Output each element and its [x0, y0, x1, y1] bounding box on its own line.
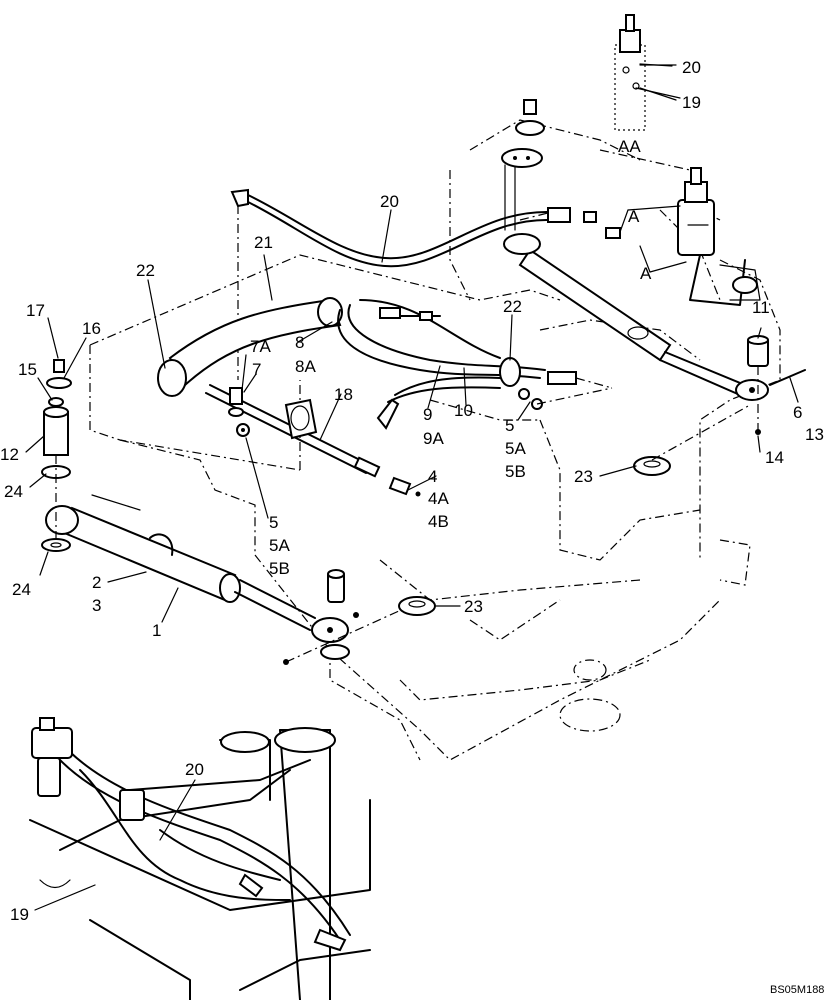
callout-8a: 8A	[295, 357, 316, 376]
callout-16: 16	[82, 319, 101, 338]
inset-aa-valve	[614, 14, 681, 131]
callout-4a: 4A	[428, 489, 449, 508]
pivot-stack-left	[41, 359, 72, 552]
callout-a-lower: A	[640, 264, 652, 283]
hose-20-upper	[230, 188, 621, 380]
callout-23-left: 23	[464, 597, 483, 616]
callout-5-left: 5	[269, 513, 278, 532]
callout-4: 4	[428, 467, 437, 486]
pivot-bolt-top	[501, 99, 545, 231]
hose-clamp-center	[284, 398, 318, 440]
callout-5b-right: 5B	[505, 462, 526, 481]
callout-17: 17	[26, 301, 45, 320]
callout-4b: 4B	[428, 512, 449, 531]
leader-lines	[25, 64, 799, 911]
callout-22-right: 22	[503, 297, 522, 316]
callout-5a-right: 5A	[505, 439, 526, 458]
callout-labels: 1 2 3 4 4A 4B 5 5A 5B 5 5A 5B 6 7 7A 8 8…	[0, 58, 824, 996]
callout-20-top: 20	[380, 192, 399, 211]
drawing-reference-code: BS05M188	[770, 984, 824, 996]
callout-19-inset: 19	[682, 93, 701, 112]
fitting-7	[228, 387, 250, 437]
callout-23-right: 23	[574, 467, 593, 486]
callout-9: 9	[423, 405, 432, 424]
callout-a-upper: A	[628, 207, 640, 226]
callout-15: 15	[18, 360, 37, 379]
callout-21: 21	[254, 233, 273, 252]
callout-7a: 7A	[250, 337, 271, 356]
steering-cylinder-right	[503, 233, 769, 401]
callout-5-right: 5	[505, 416, 514, 435]
callout-11: 11	[752, 298, 770, 317]
callout-22-left: 22	[136, 261, 155, 280]
callout-14: 14	[765, 448, 784, 467]
callout-18: 18	[334, 385, 353, 404]
chassis-frame-outline	[89, 119, 781, 761]
callout-aa: AA	[618, 137, 641, 156]
bushing-left	[398, 596, 436, 616]
callout-7: 7	[252, 360, 261, 379]
callout-13: 13	[805, 425, 824, 444]
steering-cylinder-left	[45, 494, 349, 643]
callout-24-upper: 24	[4, 482, 23, 501]
callout-8: 8	[295, 333, 304, 352]
callout-20-inset: 20	[682, 58, 701, 77]
pivot-pin-left	[283, 569, 411, 665]
callout-20-lower: 20	[185, 760, 204, 779]
callout-2: 2	[92, 573, 101, 592]
bushing-right	[633, 404, 751, 476]
steering-valve-assembly	[677, 167, 761, 306]
callout-6: 6	[793, 403, 802, 422]
callout-12: 12	[0, 445, 19, 464]
callout-24-lower: 24	[12, 580, 31, 599]
hose-21	[157, 297, 343, 397]
callout-19-lower: 19	[10, 905, 29, 924]
callout-5b-left: 5B	[269, 559, 290, 578]
lower-detail-view	[29, 717, 371, 1000]
callout-10: 10	[454, 401, 473, 420]
callout-9a: 9A	[423, 429, 444, 448]
callout-5a-left: 5A	[269, 536, 290, 555]
callout-1: 1	[152, 621, 161, 640]
callout-3: 3	[92, 596, 101, 615]
